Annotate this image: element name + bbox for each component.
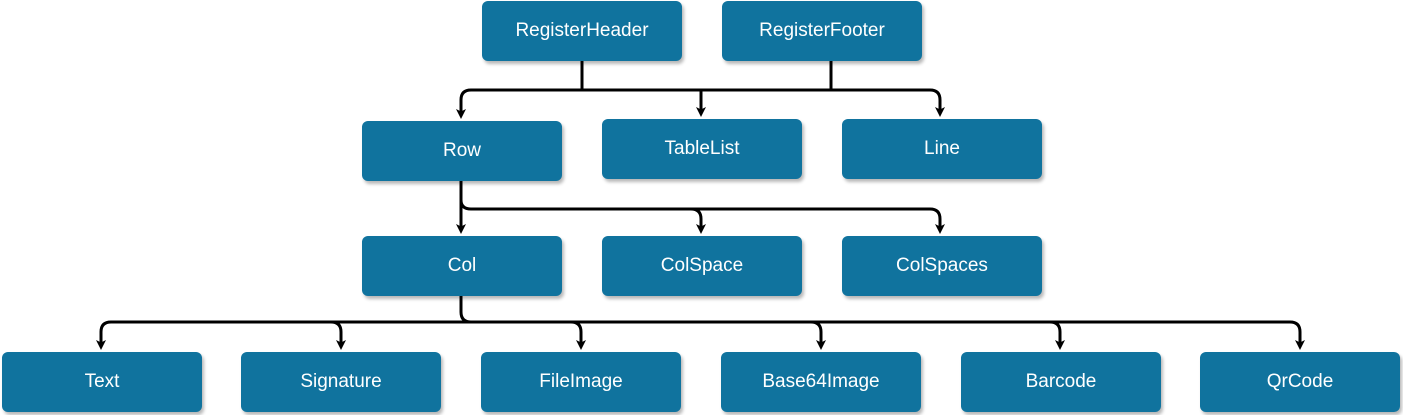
node-line[interactable]: Line (842, 119, 1042, 179)
connector-to-fileimage (570, 320, 586, 350)
node-signature[interactable]: Signature (241, 352, 441, 412)
node-barcode-label: Barcode (1025, 371, 1097, 392)
node-fileimage-label: FileImage (539, 371, 623, 392)
node-signature-label: Signature (300, 371, 382, 392)
node-colspaces[interactable]: ColSpaces (842, 236, 1042, 296)
connector-to-barcode (1049, 320, 1065, 350)
node-row[interactable]: Row (362, 121, 562, 181)
connector-to-qrcode (1289, 320, 1305, 350)
node-tablelist[interactable]: TableList (602, 119, 802, 179)
node-registerheader[interactable]: RegisterHeader (482, 1, 682, 61)
connector-to-row (456, 88, 472, 119)
node-colspace-label: ColSpace (660, 255, 744, 276)
node-text-label: Text (84, 371, 120, 392)
node-registerheader-label: RegisterHeader (515, 20, 649, 41)
node-col-label: Col (447, 255, 477, 276)
node-qrcode-label: QrCode (1266, 371, 1334, 392)
node-registerfooter[interactable]: RegisterFooter (722, 1, 922, 61)
node-tablelist-label: TableList (664, 138, 740, 159)
connector-to-colspace (690, 207, 706, 234)
node-line-label: Line (924, 138, 960, 159)
connector-to-base64image (810, 320, 826, 350)
connector-to-signature (330, 320, 346, 350)
node-barcode[interactable]: Barcode (961, 352, 1161, 412)
node-colspace[interactable]: ColSpace (602, 236, 802, 296)
connector-to-colspaces (929, 207, 945, 234)
connector-to-text (96, 320, 112, 350)
node-text[interactable]: Text (2, 352, 202, 412)
node-fileimage[interactable]: FileImage (481, 352, 681, 412)
node-base64image[interactable]: Base64Image (721, 352, 921, 412)
node-row-label: Row (442, 140, 481, 161)
node-registerfooter-label: RegisterFooter (759, 20, 885, 41)
connectors-level-2 (456, 181, 945, 234)
connector-to-line (929, 88, 945, 117)
connectors-level-1 (456, 60, 945, 119)
connector-bus-level-2 (459, 199, 930, 211)
node-colspaces-label: ColSpaces (896, 255, 988, 276)
node-qrcode[interactable]: QrCode (1200, 352, 1400, 412)
node-base64image-label: Base64Image (762, 371, 880, 392)
node-col[interactable]: Col (362, 236, 562, 296)
connectors-level-3 (96, 296, 1305, 350)
connector-col-trunk (459, 296, 472, 324)
